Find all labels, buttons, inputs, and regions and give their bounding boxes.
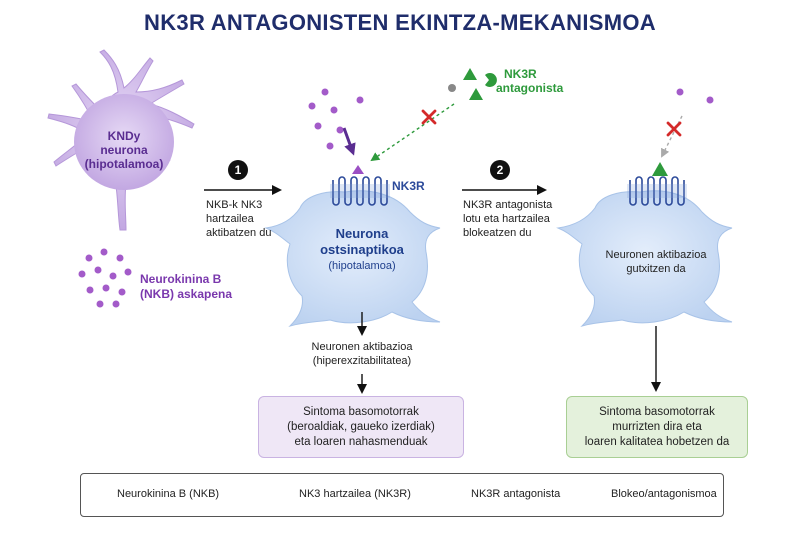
antagonist-triangle-icon <box>463 68 477 80</box>
reduced-line2: gutxitzen da <box>626 263 686 275</box>
antagonist-label-line2: antagonista <box>496 81 564 95</box>
postsynaptic-line1: Neurona <box>336 226 390 241</box>
postsynaptic-line3: (hipotalamoa) <box>328 260 395 272</box>
activation-line1: Neuronen aktibazioa <box>311 341 413 353</box>
step1-description: NKB-k NK3 hartzailea aktibatzen du <box>206 198 286 240</box>
block-cross-icon <box>421 109 437 125</box>
page-title: NK3R ANTAGONISTEN EKINTZA-MEKANISMOA <box>144 10 656 35</box>
right-neuron <box>556 190 733 328</box>
postsynaptic-neuron <box>264 190 441 328</box>
symptoms-line2: (beroaldiak, gaueko izerdiak) <box>287 420 435 433</box>
step1-line2: hartzailea <box>206 213 254 225</box>
legend-receptor-label: NK3 hartzailea (NK3R) <box>299 488 411 500</box>
step1-number: 1 <box>235 163 242 177</box>
kndy-label-line2: neurona <box>100 143 148 157</box>
activation-line2: (hiperexzitabilitatea) <box>312 355 412 367</box>
legend-nkb-label: Neurokinina B (NKB) <box>117 488 220 500</box>
postsynaptic-line2: ostsinaptikoa <box>320 242 405 257</box>
step2-line1: NK3R antagonista <box>463 199 553 211</box>
step2-line2: lotu eta hartzailea <box>463 213 550 225</box>
symptoms-box: Sintoma basomotorrak (beroaldiak, gaueko… <box>258 396 464 458</box>
step2-description: NK3R antagonista lotu eta hartzailea blo… <box>463 198 563 240</box>
nkb-release-dots <box>78 248 132 308</box>
nkb-binding-arrow <box>342 127 356 156</box>
step1-badge <box>228 160 248 180</box>
step1-line3: aktibatzen du <box>206 227 272 239</box>
antagonist-grey-dot <box>448 84 456 92</box>
reduced-line1: Neuronen aktibazioa <box>606 249 708 261</box>
legend: Neurokinina B (NKB) NK3 hartzailea (NK3R… <box>80 473 724 517</box>
symptoms-line3: eta loaren nahasmenduak <box>294 435 428 448</box>
outcome-line1: Sintoma basomotorrak <box>599 405 715 418</box>
outcome-box: Sintoma basomotorrak murrizten dira eta … <box>566 396 748 458</box>
outcome-line2: murrizten dira eta <box>612 420 702 433</box>
blocked-nkb-arrow <box>661 115 683 158</box>
legend-antagonist-label: NK3R antagonista <box>471 488 561 500</box>
antagonist-pacman-icon <box>485 73 497 87</box>
kndy-label-line3: (hipotalamoa) <box>85 157 164 171</box>
nkb-dots-center <box>308 88 364 150</box>
step1-line1: NKB-k NK3 <box>206 199 263 211</box>
block-cross-icon-right <box>666 121 682 137</box>
step2-badge <box>490 160 510 180</box>
step2-number: 2 <box>497 163 504 177</box>
antagonist-label-line1: NK3R <box>504 67 537 81</box>
nkb-release-line1: Neurokinina B <box>140 272 222 286</box>
nkb-dot-right-2 <box>706 96 714 104</box>
nkb-release-line2: (NKB) askapena <box>140 287 232 301</box>
nkb-dot-right-1 <box>676 88 684 96</box>
activation-description: Neuronen aktibazioa (hiperexzitabilitate… <box>292 340 432 368</box>
symptoms-line1: Sintoma basomotorrak <box>303 405 419 418</box>
antagonist-dashed-arrow <box>370 103 455 162</box>
nkb-bound-icon <box>352 165 364 174</box>
antagonist-bound-icon <box>652 162 668 176</box>
kndy-neuron <box>47 49 195 231</box>
outcome-line3: loaren kalitatea hobetzen da <box>584 435 730 448</box>
antagonist-triangle-icon-2 <box>469 88 483 100</box>
legend-block-label: Blokeo/antagonismoa <box>611 488 717 500</box>
step2-line3: blokeatzen du <box>463 227 532 239</box>
nk3r-label: NK3R <box>392 179 425 193</box>
kndy-label-line1: KNDy <box>108 129 141 143</box>
